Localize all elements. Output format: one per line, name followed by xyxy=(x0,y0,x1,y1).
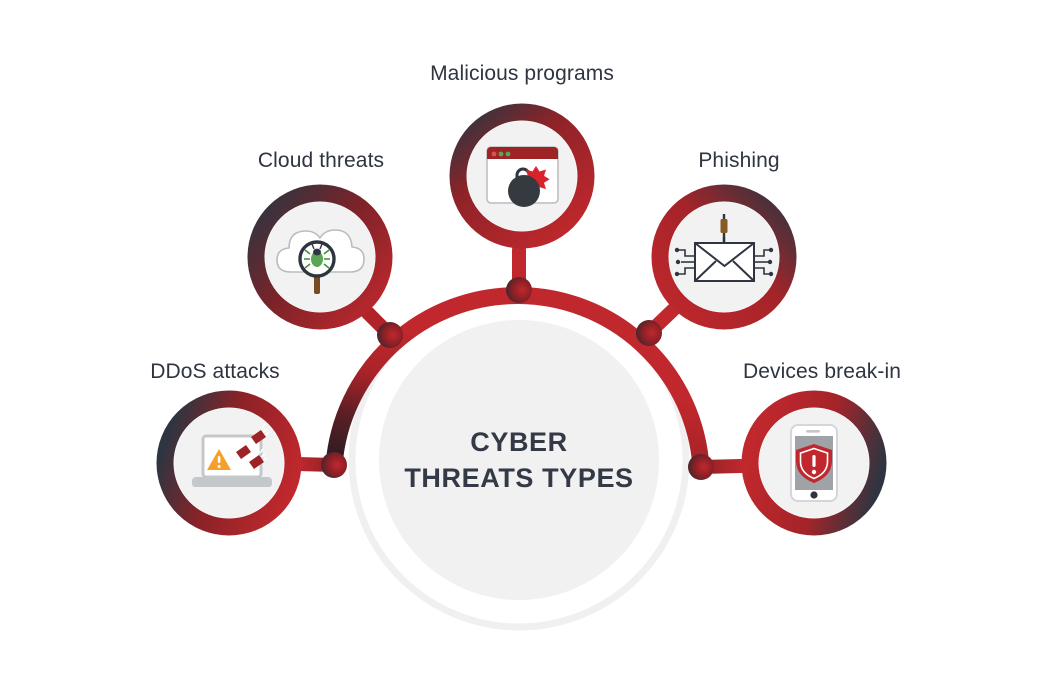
connector-dot-left xyxy=(321,452,347,478)
node-devices-break-in[interactable] xyxy=(741,390,887,536)
label-devices-break-in: Devices break-in xyxy=(743,360,901,383)
node-ring-devices-break-in xyxy=(741,390,887,536)
label-ddos-attacks: DDoS attacks xyxy=(150,360,280,383)
node-malicious-programs[interactable] xyxy=(449,103,595,249)
connector-dot-top xyxy=(506,277,532,303)
center-title: CYBER THREATS TYPES xyxy=(404,424,633,496)
label-cloud-threats: Cloud threats xyxy=(257,149,385,172)
node-ring-ddos-attacks xyxy=(156,390,302,536)
node-ddos-attacks[interactable] xyxy=(156,390,302,536)
hub-inner-disc xyxy=(379,320,659,600)
node-ring-cloud-threats xyxy=(247,184,393,330)
cloud-magnifier-bug-icon xyxy=(276,229,365,294)
node-ring-malicious-programs xyxy=(449,103,595,249)
connector-dot-upper-right xyxy=(636,320,662,346)
center-title-line-1: CYBER xyxy=(470,427,568,457)
smartphone-shield-alert-icon xyxy=(790,424,838,502)
node-cloud-threats[interactable] xyxy=(247,184,393,330)
node-phishing[interactable] xyxy=(651,184,797,330)
laptop-bombs-warning-icon xyxy=(192,423,272,487)
browser-bomb-icon xyxy=(486,146,559,207)
label-phishing: Phishing xyxy=(698,149,780,172)
center-title-line-2: THREATS TYPES xyxy=(404,463,634,493)
connector-dot-right xyxy=(688,454,714,480)
label-malicious-programs: Malicious programs xyxy=(430,62,614,85)
node-ring-phishing xyxy=(651,184,797,330)
connector-dot-upper-left xyxy=(377,322,403,348)
envelope-hook-icon xyxy=(674,214,774,282)
